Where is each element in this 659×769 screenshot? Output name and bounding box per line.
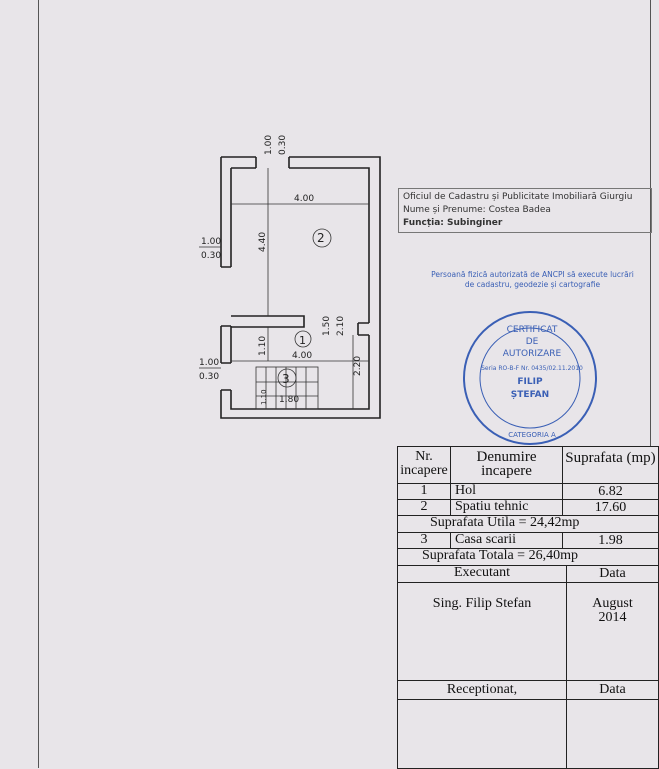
stamp-category: CATEGORIA A bbox=[508, 431, 556, 439]
dim-room1-height: 1.10 bbox=[258, 336, 268, 356]
room-1-label: 1 bbox=[299, 334, 306, 347]
surface-table: Nr. incapere Denumire incapere Suprafata… bbox=[397, 446, 659, 769]
dim-top-window-h: 0.30 bbox=[278, 135, 288, 155]
dim-room1-width: 4.00 bbox=[292, 351, 312, 361]
header-name: Denumire incapere bbox=[450, 446, 563, 484]
page-border-right bbox=[650, 0, 651, 446]
stamp-title-3: AUTORIZARE bbox=[503, 349, 562, 359]
row1-area: 6.82 bbox=[562, 483, 659, 500]
stamp-serial: Seria RO-B-F Nr. 0435/02.11.2010 bbox=[481, 365, 583, 372]
dim-door-h: 2.10 bbox=[336, 316, 346, 336]
room-3-label: 3 bbox=[282, 372, 290, 386]
stamp-name-2: ȘTEFAN bbox=[511, 390, 549, 400]
header-nr: Nr. incapere bbox=[397, 446, 451, 484]
outer-wall bbox=[220, 156, 381, 419]
row3-area: 1.98 bbox=[562, 532, 659, 549]
row3-nr: 3 bbox=[397, 532, 451, 549]
header-area: Suprafata (mp) bbox=[562, 446, 659, 484]
dim-stair-small: 1.10 bbox=[260, 389, 268, 405]
stamp-ring-text: Persoană fizică autorizată de ANCPI să e… bbox=[431, 270, 634, 289]
dim-door-w: 1.50 bbox=[322, 316, 332, 336]
useful-area: Suprafata Utila = 24,42mp bbox=[397, 515, 659, 533]
dim-right-height: 2.20 bbox=[353, 356, 363, 376]
ocpi-stamp-line-1: Oficiul de Cadastru și Publicitate Imobi… bbox=[403, 192, 633, 202]
executant-date: August 2014 bbox=[566, 582, 659, 681]
dim-left-window1-w: 1.00 bbox=[201, 237, 221, 247]
ocpi-stamp-line-3: Funcția: Subinginer bbox=[403, 218, 503, 228]
row2-area: 17.60 bbox=[562, 499, 659, 516]
row1-nr: 1 bbox=[397, 483, 451, 500]
dim-top-window-w: 1.00 bbox=[264, 135, 274, 155]
date-header: Data bbox=[566, 565, 659, 583]
receptionat-date bbox=[566, 699, 659, 769]
executant-name: Sing. Filip Stefan bbox=[397, 582, 567, 681]
dim-room2-height: 4.40 bbox=[258, 232, 268, 252]
receptionat-name bbox=[397, 699, 567, 769]
row2-name: Spatiu tehnic bbox=[450, 499, 563, 516]
ocpi-stamp: Oficiul de Cadastru și Publicitate Imobi… bbox=[398, 188, 652, 233]
receptionat-date-header: Data bbox=[566, 680, 659, 700]
receptionat-header: Receptionat, bbox=[397, 680, 567, 700]
total-area: Suprafata Totala = 26,40mp bbox=[397, 548, 659, 566]
executant-header: Executant bbox=[397, 565, 567, 583]
dim-left-window2-w: 1.00 bbox=[199, 358, 219, 368]
round-stamp: CERTIFICAT DE AUTORIZARE Seria RO-B-F Nr… bbox=[463, 311, 597, 445]
stamp-title-2: DE bbox=[526, 337, 539, 347]
dim-left-window2-h: 0.30 bbox=[199, 372, 219, 382]
dim-stair-width: 1.80 bbox=[279, 395, 299, 405]
partition bbox=[231, 315, 305, 328]
page-border-left bbox=[38, 0, 39, 768]
dim-room2-width: 4.00 bbox=[294, 194, 314, 204]
row1-name: Hol bbox=[450, 483, 563, 500]
room-2-label: 2 bbox=[317, 231, 325, 245]
row2-nr: 2 bbox=[397, 499, 451, 516]
dim-left-window1-h: 0.30 bbox=[201, 251, 221, 261]
ocpi-stamp-line-2: Nume și Prenume: Costea Badea bbox=[403, 205, 551, 215]
stamp-name-1: FILIP bbox=[517, 377, 543, 387]
stamp-title-1: CERTIFICAT bbox=[507, 325, 558, 335]
row3-name: Casa scarii bbox=[450, 532, 563, 549]
